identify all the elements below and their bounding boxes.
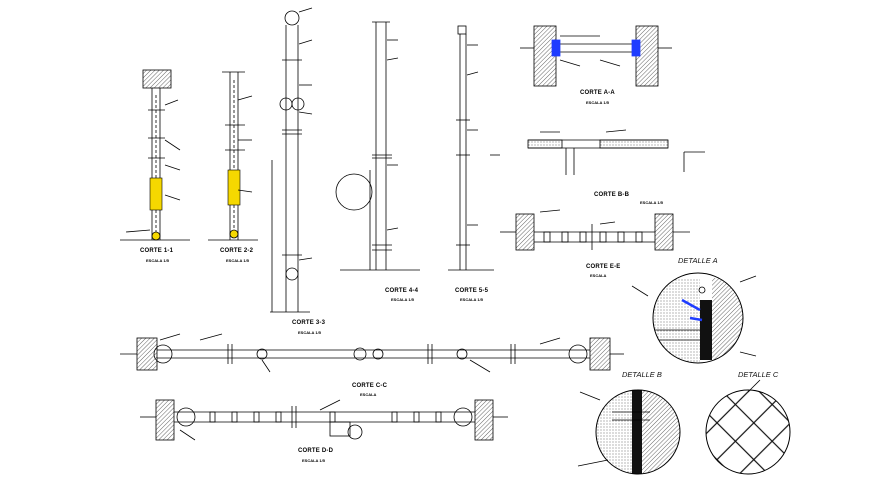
corte-4-scale: ESCALA 1/5 [391,297,414,302]
corte-e-title: CORTE E-E [586,264,621,270]
corte-e-scale: ESCALA [590,273,607,278]
detalle-b-label: DETALLE B [622,370,662,379]
detalle-c-label: DETALLE C [738,370,779,379]
corte-b-title: CORTE B-B [594,192,630,198]
corte-c-title: CORTE C-C [352,383,388,389]
corte-5-title: CORTE 5-5 [455,288,489,294]
corte-4-drawing [335,21,420,271]
corte-b-scale: ESCALA 1/5 [640,200,663,205]
corte-d-drawing [140,399,508,441]
corte-3-title: CORTE 3-3 [292,320,326,326]
detalle-a-label: DETALLE A [678,256,718,265]
corte-2-drawing [208,71,258,241]
corte-1-title: CORTE 1-1 [140,248,174,254]
corte-4-title: CORTE 4-4 [385,288,419,294]
corte-a-title: CORTE A-A [580,90,615,96]
corte-d-title: CORTE D-D [298,448,334,454]
corte-5-scale: ESCALA 1/5 [460,297,483,302]
corte-2-title: CORTE 2-2 [220,248,254,254]
corte-e-drawing [490,129,705,175]
corte-1-scale: ESCALA 1/5 [146,258,169,263]
detalle-b-drawing [577,389,681,475]
corte-1-drawing [120,69,190,241]
corte-a-drawing [520,25,672,87]
corte-3-drawing [270,7,313,313]
corte-a-scale: ESCALA 1/5 [586,100,609,105]
corte-2-scale: ESCALA 1/5 [226,258,249,263]
corte-c-drawing [500,209,690,251]
detalle-a-drawing [631,272,757,364]
corte-d-scale: ESCALA 1/5 [302,458,325,463]
detalle-c-drawing [705,379,791,475]
corte-c-scale: ESCALA [360,392,377,397]
corte-3-scale: ESCALA 1/5 [298,330,321,335]
corte-5-drawing [448,25,494,271]
corte-6-drawing [120,333,624,373]
